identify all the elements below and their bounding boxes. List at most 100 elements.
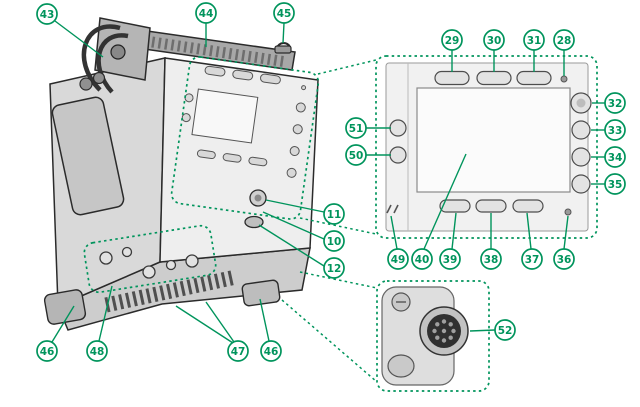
button-50 — [389, 146, 407, 164]
mount-holes — [99, 246, 199, 279]
leader-12 — [258, 224, 325, 267]
svg-text:36: 36 — [557, 254, 572, 266]
callout-30: 30 — [483, 29, 505, 51]
connector-detail — [376, 280, 490, 392]
rear-foot — [241, 279, 281, 307]
speaker-holes-49 — [386, 204, 399, 214]
button-39 — [439, 199, 471, 213]
callout-51: 51 — [345, 117, 367, 139]
svg-text:11: 11 — [327, 209, 342, 221]
svg-text:44: 44 — [199, 8, 214, 20]
button-33 — [571, 120, 591, 140]
button-38 — [475, 199, 507, 213]
svg-text:40: 40 — [415, 254, 430, 266]
svg-text:50: 50 — [349, 150, 364, 162]
rear-panel-detail — [375, 55, 598, 239]
leader-11 — [265, 199, 325, 213]
callout-11: 11 — [323, 203, 345, 225]
leader-47a — [205, 301, 235, 343]
svg-text:29: 29 — [445, 35, 460, 47]
button-30 — [476, 70, 512, 86]
leader-49 — [390, 215, 398, 250]
button-37 — [512, 199, 544, 213]
callout-32: 32 — [604, 92, 626, 114]
bottom-region-outline — [83, 224, 217, 294]
callout-40: 40 — [411, 248, 433, 270]
svg-text:34: 34 — [608, 152, 623, 164]
leader-48 — [98, 285, 113, 342]
svg-text:46: 46 — [264, 346, 279, 358]
rear-panel-miniature — [181, 65, 307, 178]
leader-36 — [563, 215, 569, 250]
screw-cap — [391, 292, 411, 312]
button-29 — [434, 70, 470, 86]
callout-44: 44 — [195, 2, 217, 24]
svg-text:45: 45 — [277, 8, 292, 20]
callout-31: 31 — [523, 29, 545, 51]
side-terminal — [92, 71, 106, 85]
callout-10: 10 — [323, 230, 345, 252]
callout-49: 49 — [387, 248, 409, 270]
camera-illustration — [43, 17, 320, 331]
lower-knob — [387, 354, 415, 378]
callout-35: 35 — [604, 173, 626, 195]
connector-detail-box — [376, 280, 490, 392]
svg-text:31: 31 — [527, 35, 542, 47]
svg-text:48: 48 — [90, 346, 105, 358]
callout-46-left: 46 — [36, 340, 58, 362]
callout-48: 48 — [86, 340, 108, 362]
side-terminal — [79, 77, 93, 91]
svg-text:49: 49 — [391, 254, 406, 266]
leader-lines — [51, 20, 605, 344]
callout-38: 38 — [480, 248, 502, 270]
svg-text:47: 47 — [231, 346, 246, 358]
select-dial — [244, 215, 264, 229]
accessory-hook — [274, 41, 292, 54]
indicator-28 — [560, 75, 568, 83]
callout-52: 52 — [494, 319, 516, 341]
detail-link-lines — [281, 59, 378, 383]
lcd-screen-40 — [416, 87, 571, 193]
svg-text:52: 52 — [498, 325, 513, 337]
svg-text:51: 51 — [349, 123, 364, 135]
callouts: 43 44 45 29 30 31 28 32 33 34 35 51 50 1… — [36, 2, 626, 362]
leader-37 — [526, 212, 532, 250]
svg-text:10: 10 — [327, 236, 342, 248]
leader-52 — [469, 329, 496, 332]
callout-29: 29 — [441, 29, 463, 51]
leader-45 — [282, 22, 285, 44]
leader-40 — [423, 153, 467, 250]
front-foot — [43, 289, 87, 325]
battery-pack — [51, 96, 125, 216]
callout-34: 34 — [604, 146, 626, 168]
callout-50: 50 — [345, 144, 367, 166]
svg-text:30: 30 — [487, 35, 502, 47]
svg-text:46: 46 — [40, 346, 55, 358]
callout-33: 33 — [604, 119, 626, 141]
leader-43 — [54, 20, 104, 58]
svg-text:38: 38 — [484, 254, 499, 266]
button-51 — [389, 119, 407, 137]
rear-panel-region-outline — [170, 56, 320, 220]
callout-28: 28 — [553, 29, 575, 51]
svg-text:12: 12 — [327, 263, 342, 275]
button-32 — [570, 92, 592, 114]
svg-text:37: 37 — [525, 254, 540, 266]
callout-47: 47 — [227, 340, 249, 362]
svg-text:28: 28 — [557, 35, 572, 47]
button-34 — [571, 147, 591, 167]
vent-grille — [104, 269, 238, 313]
svg-text:32: 32 — [608, 98, 623, 110]
svg-text:33: 33 — [608, 125, 623, 137]
leader-39 — [451, 212, 457, 250]
svg-text:43: 43 — [40, 9, 55, 21]
callout-46-right: 46 — [260, 340, 282, 362]
button-31 — [516, 70, 552, 86]
callout-37: 37 — [521, 248, 543, 270]
callout-36: 36 — [553, 248, 575, 270]
rear-panel-detail-box — [375, 55, 598, 239]
joystick — [249, 189, 267, 207]
svg-text:39: 39 — [443, 254, 458, 266]
callout-12: 12 — [323, 257, 345, 279]
